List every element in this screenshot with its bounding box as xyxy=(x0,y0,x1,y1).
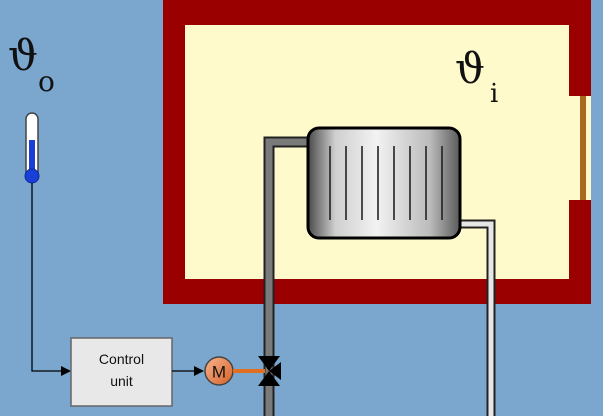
radiator-icon xyxy=(306,126,462,240)
outdoor-temp-symbol: ϑ xyxy=(8,31,38,80)
control-unit-label-line2: unit xyxy=(110,373,133,389)
indoor-temp-symbol: ϑ xyxy=(455,44,485,93)
radiator-fins xyxy=(329,146,443,220)
sensor-signal-line xyxy=(31,183,71,376)
supply-pipe xyxy=(263,136,312,416)
return-pipe xyxy=(456,219,496,416)
control-unit-label-line1: Control xyxy=(99,351,144,367)
outdoor-temp-subscript: o xyxy=(38,65,55,98)
indoor-temp-subscript: i xyxy=(490,79,498,109)
door xyxy=(580,96,586,200)
thermometer-icon xyxy=(24,112,40,184)
control-unit xyxy=(70,337,173,407)
motor-label: M xyxy=(212,363,226,382)
valve-icon xyxy=(258,356,281,386)
